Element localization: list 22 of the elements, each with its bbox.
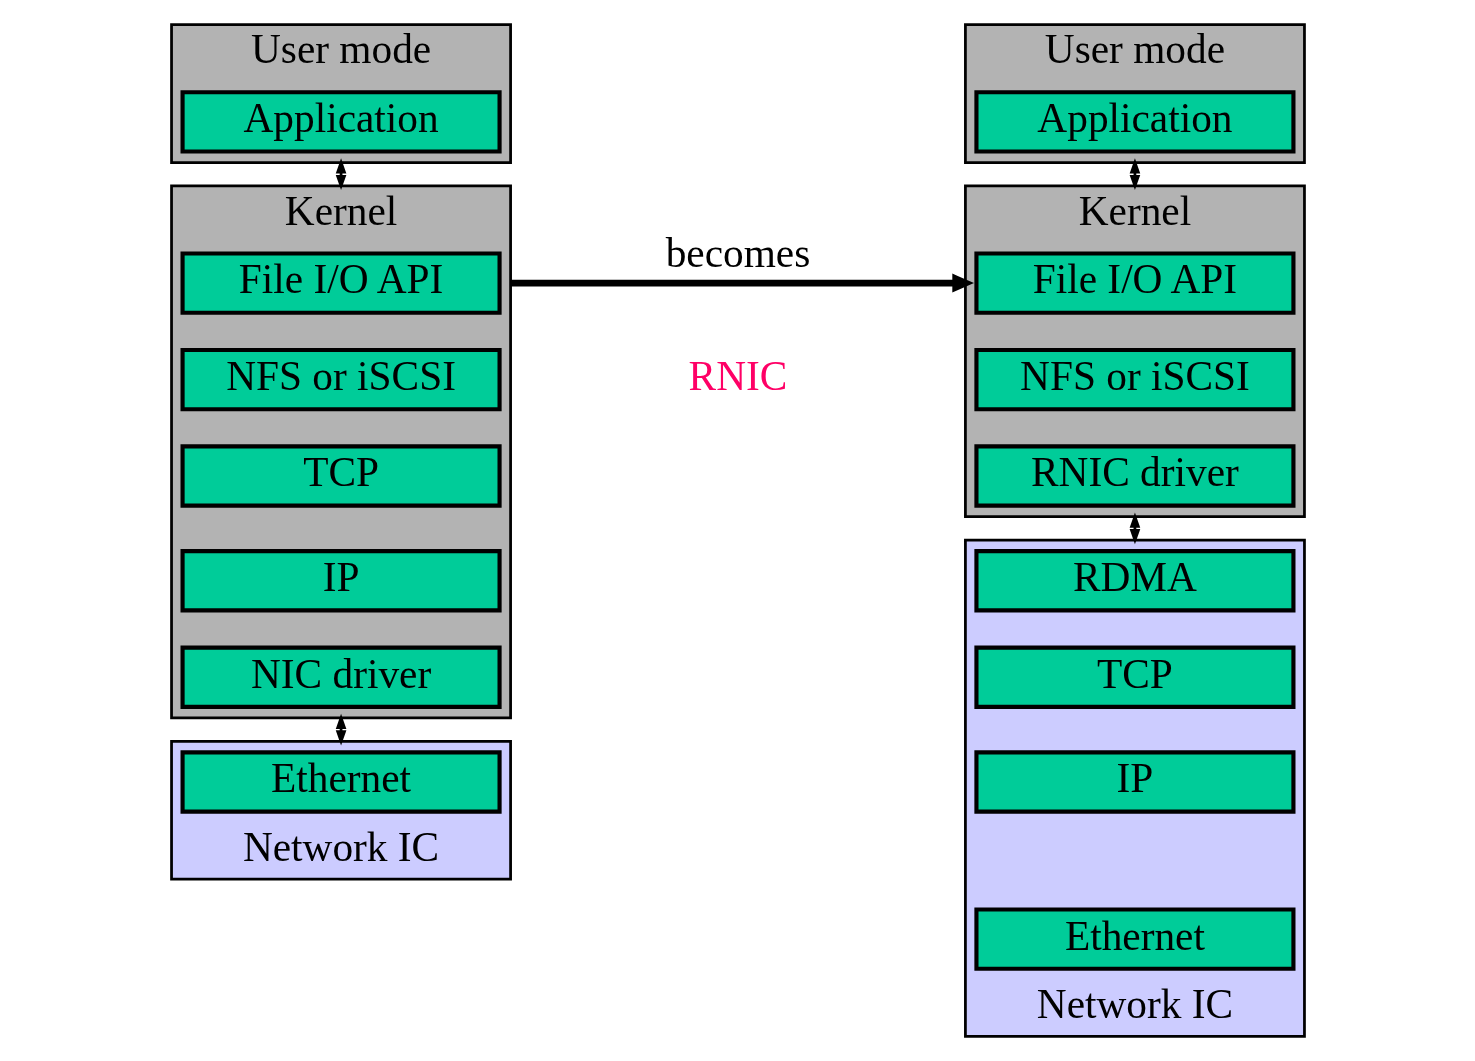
node-box: TCP [973,645,1295,709]
arrow [510,273,974,293]
node-box: NFS or iSCSI [973,347,1295,412]
arrow [335,713,346,746]
node-box: File I/O API [973,251,1295,315]
node-box: RNIC driver [973,444,1295,508]
node-box: NIC driver [180,645,502,709]
node-box: RDMA [973,549,1295,613]
arrow [1129,512,1140,545]
edge-label: becomes [665,229,810,276]
node-box: Application [973,90,1295,154]
node-box: Ethernet [180,750,502,814]
arrow [1129,158,1140,191]
label: RNIC [688,352,787,399]
node-box: TCP [180,444,502,508]
node-box: Application [180,90,502,154]
node-box: Ethernet [973,907,1295,971]
node-box: File I/O API [180,251,502,315]
node-box: IP [973,750,1295,814]
node-box: NFS or iSCSI [180,347,502,412]
arrow [335,158,346,191]
node-box: IP [180,549,502,613]
